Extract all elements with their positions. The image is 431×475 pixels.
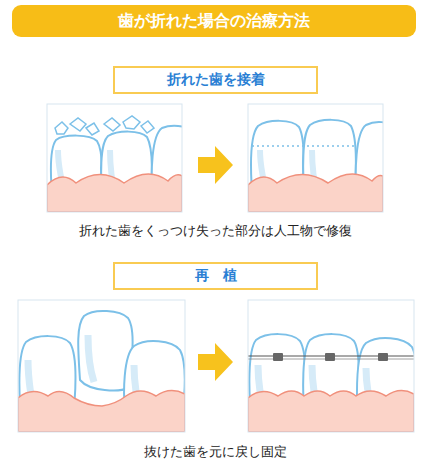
arrow [198, 146, 233, 184]
caption: 抜けた歯を元に戻し固定 [144, 443, 287, 461]
replanted-teeth [248, 300, 414, 432]
section-label: 折れた歯を接着 [167, 71, 265, 89]
section-label-box: 再 植 [113, 262, 318, 290]
knocked-out-tooth [18, 300, 185, 432]
caption: 折れた歯をくっつけ失った部分は人工物で修復 [79, 222, 352, 240]
section-label: 再 植 [195, 267, 237, 285]
section-label-box: 折れた歯を接着 [113, 66, 318, 94]
title-text: 歯が折れた場合の治療方法 [118, 11, 310, 32]
arrow [198, 343, 233, 381]
bonded-teeth [248, 104, 383, 212]
title-banner: 歯が折れた場合の治療方法 [12, 5, 416, 37]
broken-teeth [47, 104, 182, 212]
